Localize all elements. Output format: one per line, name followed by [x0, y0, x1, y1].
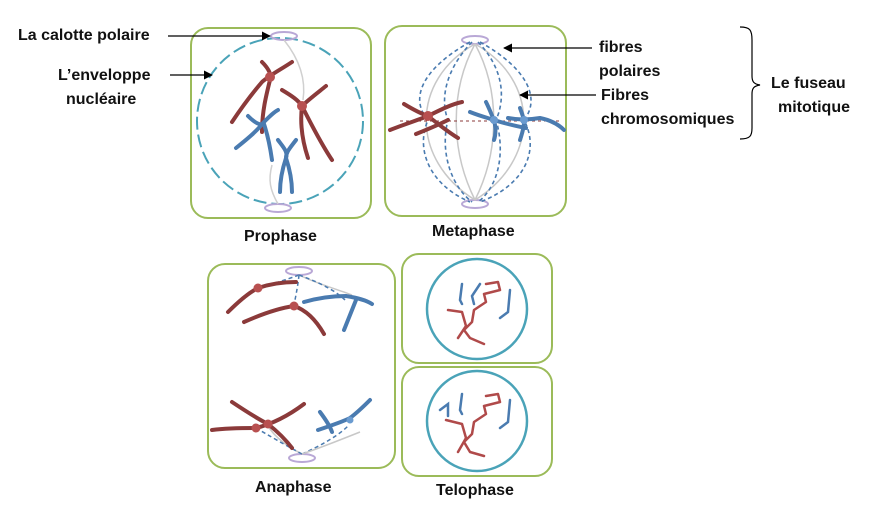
label-fibres-polaires-line2: polaires — [599, 63, 661, 80]
label-enveloppe-line1: L’enveloppe — [58, 67, 151, 84]
prophase-panel — [190, 27, 372, 219]
nucleus — [425, 257, 529, 361]
nucleus — [425, 369, 529, 473]
anaphase-panel — [207, 263, 396, 469]
brace — [739, 26, 761, 140]
caption-telophase: Telophase — [436, 482, 514, 499]
pole-top — [461, 35, 489, 45]
pole-top — [270, 31, 298, 41]
label-fuseau-line2: mitotique — [778, 99, 850, 116]
pole-bottom — [264, 203, 292, 213]
caption-anaphase: Anaphase — [255, 479, 332, 496]
metaphase-panel — [384, 25, 567, 217]
label-fibres-chromo-line2: chromosomiques — [601, 111, 735, 128]
chromosome-blue-2 — [506, 115, 566, 132]
label-fibres-chromo-line1: Fibres — [601, 87, 650, 104]
prophase-drawing — [196, 31, 364, 213]
pole-bottom — [288, 453, 316, 463]
telophase-bottom-drawing — [425, 369, 529, 473]
caption-prophase: Prophase — [244, 228, 317, 245]
label-calotte-polaire: La calotte polaire — [18, 27, 150, 44]
chromosome-blue-top-1 — [302, 293, 374, 306]
pole-top — [285, 266, 313, 276]
telophase-top-drawing — [425, 257, 529, 361]
telophase-bottom-panel — [401, 366, 553, 477]
label-enveloppe-line2: nucléaire — [66, 91, 137, 108]
label-fuseau-line1: Le fuseau — [771, 75, 846, 92]
telophase-top-panel — [401, 253, 553, 364]
caption-metaphase: Metaphase — [432, 223, 515, 240]
metaphase-drawing — [388, 35, 566, 209]
chromosome-blue-2 — [276, 138, 289, 194]
chromosome-red-1 — [230, 60, 294, 124]
chromosome-blue-1 — [234, 108, 280, 150]
chromosome-red-2 — [414, 118, 450, 136]
anaphase-drawing — [210, 266, 374, 463]
chromosome-blue-bottom-1 — [316, 398, 372, 432]
label-fibres-polaires-line1: fibres — [599, 39, 643, 56]
chromosome-red-top-2 — [242, 303, 326, 336]
